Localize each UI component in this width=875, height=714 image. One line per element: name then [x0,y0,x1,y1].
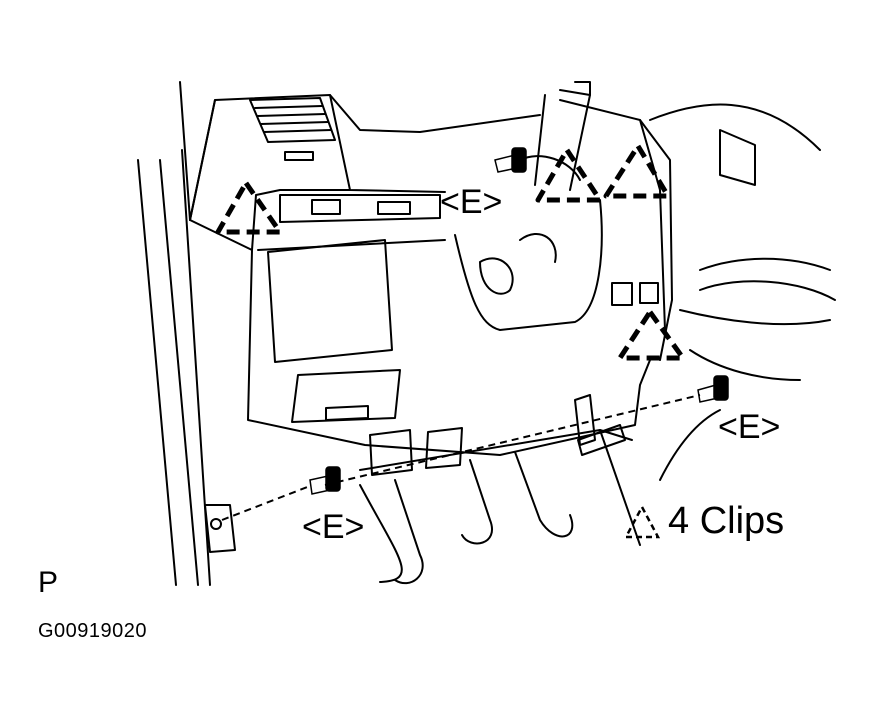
switch-strip [279,194,441,223]
bolt-bottom [309,466,341,495]
leader-line-left [221,485,311,521]
lower-pocket [291,369,401,423]
pedals [359,427,574,585]
corner-mark: P [38,566,59,599]
clip-triangle-icon [535,147,603,203]
right-side-bracket [611,103,836,381]
bolt-top [494,147,527,173]
figure-code: G00919020 [38,620,148,642]
bolt-label-e-bottom: <E> [302,508,365,546]
bolt-right [697,375,729,403]
left-clip-bracket [204,504,236,553]
instrument-panel [179,81,673,456]
bolt-label-e-top: <E> [440,183,503,221]
leader-line-right [324,394,701,486]
clip-triangle-icon [623,503,661,538]
clip-triangle-icon [603,143,671,199]
knee-panel-opening [267,239,393,363]
clip-triangle-icon [617,309,686,361]
floor-lines [359,409,721,546]
clip-triangle-icon [215,180,283,235]
clip-legend: 4 Clips [622,500,784,543]
door-pillar [137,149,211,586]
steering-column-opening [454,199,603,331]
steering-column [519,81,591,191]
air-vent [249,97,336,161]
lower-bracket [574,394,626,456]
clip-legend-text: 4 Clips [668,500,785,542]
bolt-label-e-right: <E> [718,408,781,446]
